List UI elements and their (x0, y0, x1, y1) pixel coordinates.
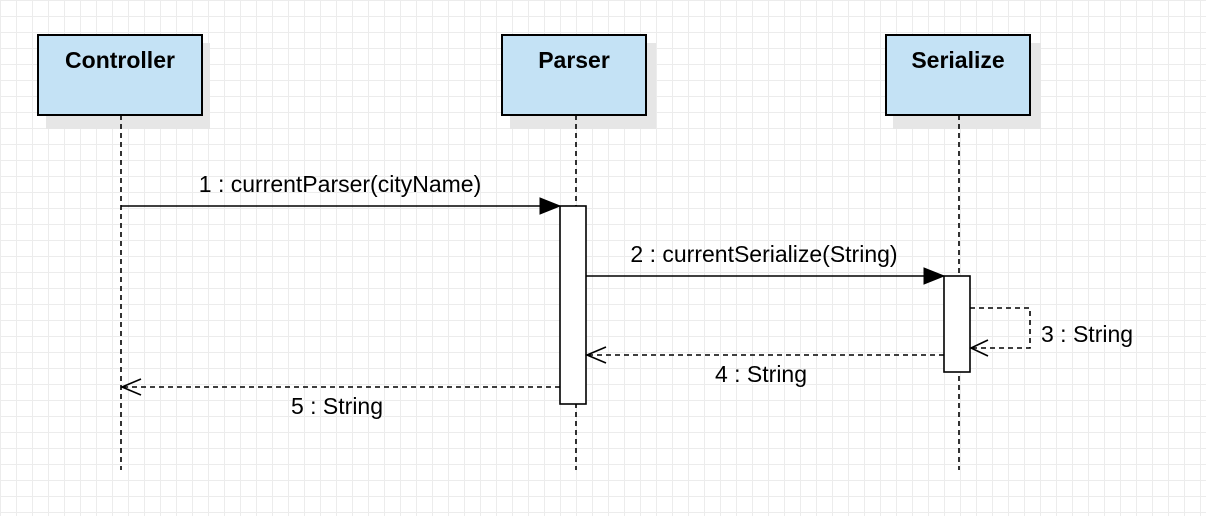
lifeline-serialize[interactable]: Serialize (885, 34, 1041, 470)
message-2-arrowhead (923, 267, 946, 285)
serialize-title: Serialize (911, 47, 1004, 73)
message-2[interactable]: 2 : currentSerialize(String) (586, 241, 946, 285)
message-1-label: 1 : currentParser(cityName) (199, 171, 481, 197)
message-5-arrowhead (119, 378, 142, 396)
message-5[interactable]: 5 : String (119, 378, 560, 419)
lifeline-parser[interactable]: Parser (501, 34, 656, 470)
message-3-label: 3 : String (1041, 321, 1133, 347)
serialize-box[interactable] (885, 34, 1031, 116)
parser-activation-bar[interactable] (559, 205, 587, 405)
controller-title: Controller (65, 47, 175, 73)
message-1-arrowhead (539, 197, 562, 215)
message-4-arrowhead (584, 346, 607, 364)
message-1[interactable]: 1 : currentParser(cityName) (121, 171, 562, 215)
message-4[interactable]: 4 : String (584, 346, 944, 387)
message-5-label: 5 : String (291, 393, 383, 419)
parser-box[interactable] (501, 34, 647, 116)
parser-title: Parser (538, 47, 610, 73)
serialize-activation-bar[interactable] (943, 275, 971, 373)
message-3-arrowhead (969, 339, 989, 357)
message-3[interactable]: 3 : String (969, 307, 1133, 357)
message-2-label: 2 : currentSerialize(String) (630, 241, 897, 267)
message-4-label: 4 : String (715, 361, 807, 387)
controller-box[interactable] (37, 34, 203, 116)
message-3-line (970, 307, 1031, 349)
lifeline-controller[interactable]: Controller (37, 34, 210, 470)
